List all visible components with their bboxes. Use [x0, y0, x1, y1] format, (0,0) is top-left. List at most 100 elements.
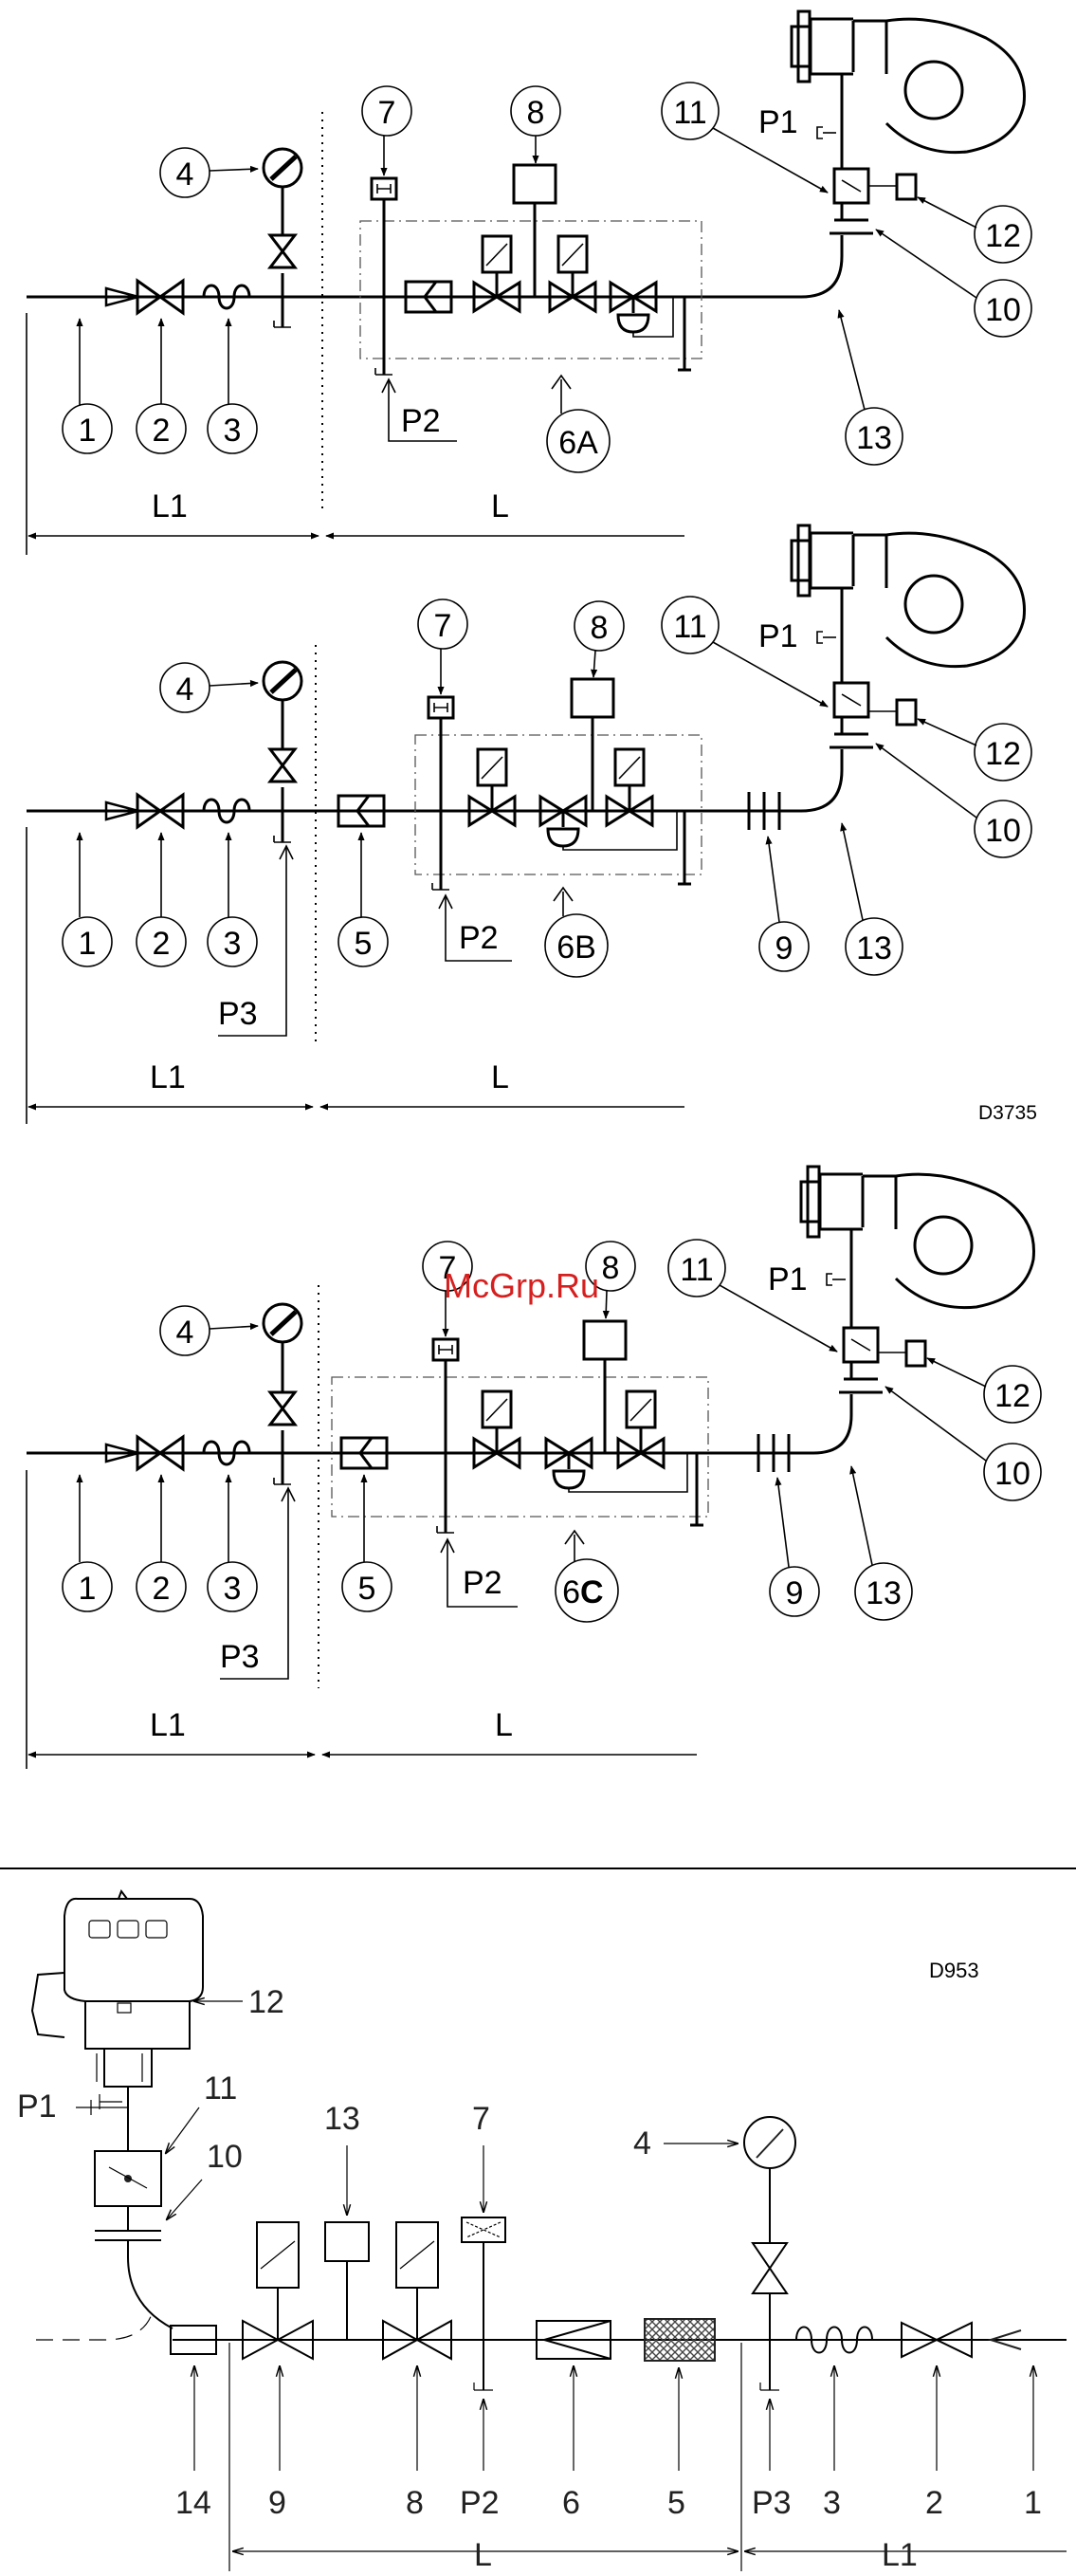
callout-13: 13	[856, 420, 892, 456]
callout-9: 9	[268, 2485, 286, 2521]
burner-assembly-c	[801, 1167, 1034, 1392]
callouts-d: 12 P1 11 10 13 7 4 14 9 8 P2 6	[17, 1984, 1042, 2521]
watermark: McGrp.Ru	[444, 1266, 599, 1305]
gauge-valve-icon	[753, 2243, 787, 2293]
gauge-valve-icon	[270, 1392, 295, 1425]
callout-4: 4	[176, 1315, 194, 1351]
burner-assembly-a	[792, 11, 1025, 233]
callout-10: 10	[985, 292, 1021, 328]
gas-train-outline	[415, 735, 702, 874]
callout-3: 3	[224, 926, 242, 962]
pressure-gauge-branch	[264, 1304, 301, 1484]
callout-5: 5	[355, 926, 373, 962]
label-p1: P1	[758, 104, 798, 140]
callouts-a: 1 2 3 4 7 8 6A 11 12 10 13 P1 P2	[63, 83, 1031, 472]
callout-1: 1	[1024, 2485, 1042, 2521]
dimension-l: L	[491, 1059, 509, 1095]
burner-assembly-d	[32, 1891, 203, 2328]
callout-1: 1	[79, 1571, 97, 1607]
dimension-l: L	[474, 2537, 492, 2571]
callout-2: 2	[925, 2485, 943, 2521]
pipe-inlet-dashed	[36, 2314, 152, 2340]
callout-13: 13	[324, 2101, 360, 2137]
pressure-gauge-branch	[264, 149, 301, 327]
label-p2: P2	[463, 1565, 502, 1601]
strainer-icon	[645, 2319, 715, 2361]
dimension-l1: L1	[152, 488, 188, 524]
callout-2: 2	[153, 1571, 171, 1607]
callout-13: 13	[866, 1575, 902, 1611]
label-p1: P1	[758, 618, 798, 654]
leak-tester-icon	[325, 2222, 369, 2261]
callout-12: 12	[985, 218, 1021, 254]
callout-7: 7	[434, 608, 452, 644]
label-p3: P3	[752, 2485, 792, 2521]
callout-4: 4	[176, 672, 194, 708]
air-switch-icon	[897, 700, 916, 725]
callout-2: 2	[153, 413, 171, 449]
label-p2: P2	[460, 2485, 500, 2521]
callout-10: 10	[207, 2139, 243, 2175]
callout-8: 8	[602, 1250, 620, 1286]
diagram-d: D953	[17, 1891, 1067, 2571]
callout-10: 10	[985, 813, 1021, 849]
label-p2: P2	[459, 920, 499, 956]
leak-tester-icon	[514, 165, 556, 203]
callout-2: 2	[153, 926, 171, 962]
callout-3: 3	[823, 2485, 841, 2521]
callout-6c-number: 6	[562, 1574, 580, 1610]
leak-tester-icon	[584, 1321, 626, 1359]
dimensions-c: L1 L	[27, 1470, 697, 1769]
callout-13: 13	[856, 930, 892, 966]
callout-11: 11	[673, 609, 706, 645]
gas-train-outline	[360, 221, 702, 359]
pressure-gauge-branch	[744, 2117, 795, 2390]
pressure-switch-branch	[372, 178, 396, 375]
dimension-l1: L1	[150, 1059, 186, 1095]
callout-11: 11	[204, 2070, 237, 2107]
dimension-l: L	[495, 1707, 513, 1743]
label-p1: P1	[768, 1261, 808, 1297]
dimension-l1: L1	[882, 2537, 918, 2571]
callout-7: 7	[378, 95, 396, 131]
callout-8: 8	[406, 2485, 424, 2521]
drawing-code: D953	[929, 1959, 979, 1982]
callout-7: 7	[472, 2101, 490, 2137]
diagram-a: 1 2 3 4 7 8 6A 11 12 10 13 P1 P2	[27, 11, 1031, 555]
drawing-code: D3735	[978, 1102, 1037, 1124]
callout-11: 11	[673, 95, 706, 131]
air-switch-icon	[897, 175, 916, 199]
pressure-switch-branch	[429, 697, 453, 890]
diagram-c: 1 2 3 4 5 7 8 6 C 9 13 11 12 10	[27, 1167, 1041, 1769]
callout-4: 4	[633, 2125, 651, 2162]
label-p3: P3	[220, 1639, 260, 1675]
callout-11: 11	[680, 1252, 713, 1288]
dimensions-d: L L1	[229, 2343, 1067, 2571]
callout-8: 8	[591, 610, 609, 646]
callout-9: 9	[786, 1575, 804, 1611]
callout-14: 14	[175, 2485, 211, 2521]
dimension-l: L	[491, 488, 509, 524]
callout-8: 8	[527, 95, 545, 131]
callout-3: 3	[224, 1571, 242, 1607]
gauge-valve-icon	[270, 235, 295, 267]
callout-6b: 6B	[556, 929, 596, 966]
callout-3: 3	[224, 413, 242, 449]
burner-assembly-b	[792, 525, 1025, 747]
label-p3: P3	[218, 996, 258, 1032]
gauge-valve-icon	[270, 749, 295, 782]
callout-5: 5	[667, 2485, 685, 2521]
pressure-gauge-branch	[264, 662, 301, 842]
air-switch-icon	[906, 1341, 925, 1366]
label-p2: P2	[401, 403, 441, 439]
diagram-b: 1 2 3 4 5 7 8 6B 9 13 11 12 10	[27, 525, 1037, 1124]
callout-4: 4	[176, 156, 194, 193]
dimension-l1: L1	[150, 1707, 186, 1743]
callout-12: 12	[985, 736, 1021, 772]
callout-1: 1	[79, 413, 97, 449]
label-p1: P1	[17, 2088, 57, 2125]
callouts-c: 1 2 3 4 5 7 8 6 C 9 13 11 12 10	[63, 1240, 1041, 1679]
callout-1: 1	[79, 926, 97, 962]
